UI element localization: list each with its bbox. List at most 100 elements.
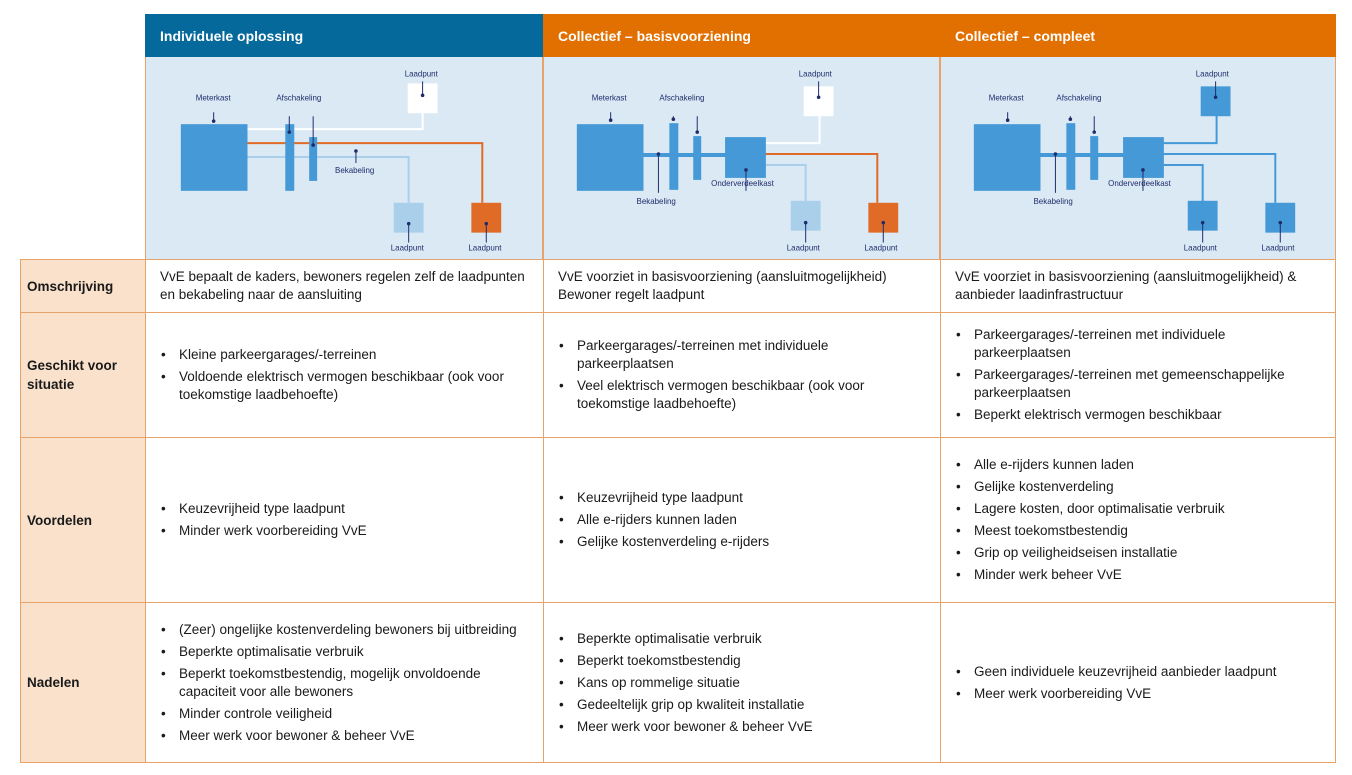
label-afschakeling: Afschakeling [1056,93,1101,102]
label-laadpunt: Laadpunt [864,244,898,253]
cable-orange [245,142,484,203]
row-label-text: Nadelen [27,675,80,690]
list-item: Meest toekomstbestendig [955,522,1321,540]
list-item: Geen individuele keuzevrijheid aanbieder… [955,663,1321,681]
bullet-list: Parkeergarages/-terreinen met individuel… [558,333,926,417]
label-bekabeling: Bekabeling [335,166,374,175]
row-label-voordelen: Voordelen [20,437,145,602]
diagram-individueel: Meterkast Afschakeling Bekabeling Laadpu… [145,57,543,259]
list-item: Parkeergarages/-terreinen met individuel… [558,337,926,373]
afschakeling-bar [693,136,702,180]
bullet-list: Geen individuele keuzevrijheid aanbieder… [955,659,1321,707]
list-item: Alle e-rijders kunnen laden [955,456,1321,474]
list-item: Minder werk voorbereiding VvE [160,522,529,540]
cell-nadelen-basis: Beperkte optimalisatie verbruikBeperkt t… [543,602,940,762]
label-afschakeling: Afschakeling [659,93,704,102]
label-laadpunt: Laadpunt [405,69,439,78]
cell-voordelen-basis: Keuzevrijheid type laadpuntAlle e-rijder… [543,437,940,602]
column-title: Individuele oplossing [160,27,304,44]
diagram-svg: Meterkast Afschakeling Bekabeling Onderv… [973,69,1295,253]
meterkast-box [180,124,248,191]
cell-nadelen-compleet: Geen individuele keuzevrijheid aanbieder… [940,602,1336,762]
cell-geschikt-basis: Parkeergarages/-terreinen met individuel… [543,312,940,437]
label-onderverdeelkast: Onderverdeelkast [1108,179,1171,188]
afschakeling-bar [309,137,318,181]
diagram-svg: Meterkast Afschakeling Bekabeling Onderv… [576,69,898,253]
list-item: Meer werk voor bewoner & beheer VvE [160,727,529,745]
list-item: Grip op veiligheidseisen installatie [955,544,1321,562]
column-header-collectief-basis: Collectief – basisvoorziening [543,14,940,57]
list-item: Veel elektrisch vermogen beschikbaar (oo… [558,377,926,413]
list-item: Parkeergarages/-terreinen met individuel… [955,326,1321,362]
label-bekabeling: Bekabeling [637,197,676,206]
cell-omschrijving-compleet: VvE voorziet in basisvoorziening (aanslu… [940,259,1336,312]
list-item: Kleine parkeergarages/-terreinen [160,346,529,364]
label-laadpunt: Laadpunt [799,69,833,78]
cell-text: VvE voorziet in basisvoorziening (aanslu… [558,269,887,302]
cable-white [764,103,821,145]
cable-blue [1161,153,1277,203]
list-item: Minder controle veiligheid [160,705,529,723]
list-item: Keuzevrijheid type laadpunt [558,489,926,507]
list-item: Kans op rommelige situatie [558,674,926,692]
table-bottom-border [20,762,1336,763]
list-item: Beperkte optimalisatie verbruik [558,630,926,648]
list-item: (Zeer) ongelijke kostenverdeling bewoner… [160,621,529,639]
label-meterkast: Meterkast [592,93,628,102]
cell-text: VvE bepaalt de kaders, bewoners regelen … [160,269,525,302]
cable-blue [1161,163,1204,203]
label-laadpunt: Laadpunt [391,244,425,253]
bullet-list: Keuzevrijheid type laadpuntAlle e-rijder… [558,485,926,555]
list-item: Keuzevrijheid type laadpunt [160,500,529,518]
label-laadpunt: Laadpunt [1261,244,1295,253]
label-meterkast: Meterkast [989,93,1025,102]
list-item: Voldoende elektrisch vermogen beschikbaa… [160,368,529,404]
afschakeling-bar [1066,123,1076,190]
list-item: Beperkte optimalisatie verbruik [160,643,529,661]
cell-nadelen-individueel: (Zeer) ongelijke kostenverdeling bewoner… [145,602,543,762]
bullet-list: (Zeer) ongelijke kostenverdeling bewoner… [160,617,529,749]
bullet-list: Keuzevrijheid type laadpuntMinder werk v… [160,496,529,544]
row-label-geschikt: Geschikt voor situatie [20,312,145,437]
cable-lightblue [245,156,410,203]
cable-lightblue [764,163,807,203]
column-header-individueel: Individuele oplossing [145,14,543,57]
afschakeling-bar [669,123,679,190]
afschakeling-bar [1090,136,1099,180]
cable-blue [1161,103,1218,145]
label-onderverdeelkast: Onderverdeelkast [711,179,774,188]
column-header-collectief-compleet: Collectief – compleet [940,14,1336,57]
cell-omschrijving-basis: VvE voorziet in basisvoorziening (aanslu… [543,259,940,312]
list-item: Lagere kosten, door optimalisatie verbru… [955,500,1321,518]
list-item: Beperkt toekomstbestendig [558,652,926,670]
diagram-svg: Meterkast Afschakeling Bekabeling Laadpu… [180,69,502,253]
cable-orange [764,153,879,203]
diagram-collectief-basis: Meterkast Afschakeling Bekabeling Onderv… [543,57,940,259]
label-laadpunt: Laadpunt [1196,69,1230,78]
list-item: Alle e-rijders kunnen laden [558,511,926,529]
cell-voordelen-compleet: Alle e-rijders kunnen ladenGelijke koste… [940,437,1336,602]
bullet-list: Alle e-rijders kunnen ladenGelijke koste… [955,452,1321,588]
column-title: Collectief – basisvoorziening [558,27,751,44]
cell-geschikt-compleet: Parkeergarages/-terreinen met individuel… [940,312,1336,437]
cell-geschikt-individueel: Kleine parkeergarages/-terreinenVoldoend… [145,312,543,437]
list-item: Gelijke kostenverdeling [955,478,1321,496]
label-bekabeling: Bekabeling [1034,197,1073,206]
list-item: Gelijke kostenverdeling e-rijders [558,533,926,551]
list-item: Beperkt toekomstbestendig, mogelijk onvo… [160,665,529,701]
meterkast-box [973,124,1041,191]
label-afschakeling: Afschakeling [276,93,321,102]
row-label-text: Geschikt voor situatie [27,358,118,392]
bullet-list: Parkeergarages/-terreinen met individuel… [955,322,1321,428]
list-item: Beperkt elektrisch vermogen beschikbaar [955,406,1321,424]
bullet-list: Beperkte optimalisatie verbruikBeperkt t… [558,626,926,740]
row-label-text: Voordelen [27,512,93,528]
list-item: Meer werk voor bewoner & beheer VvE [558,718,926,736]
diagram-collectief-compleet: Meterkast Afschakeling Bekabeling Onderv… [940,57,1336,259]
cable-white [245,97,424,131]
list-item: Parkeergarages/-terreinen met gemeenscha… [955,366,1321,402]
row-label-nadelen: Nadelen [20,602,145,762]
meterkast-box [576,124,644,191]
bullet-list: Kleine parkeergarages/-terreinenVoldoend… [160,342,529,408]
cell-text: VvE voorziet in basisvoorziening (aanslu… [955,269,1297,302]
